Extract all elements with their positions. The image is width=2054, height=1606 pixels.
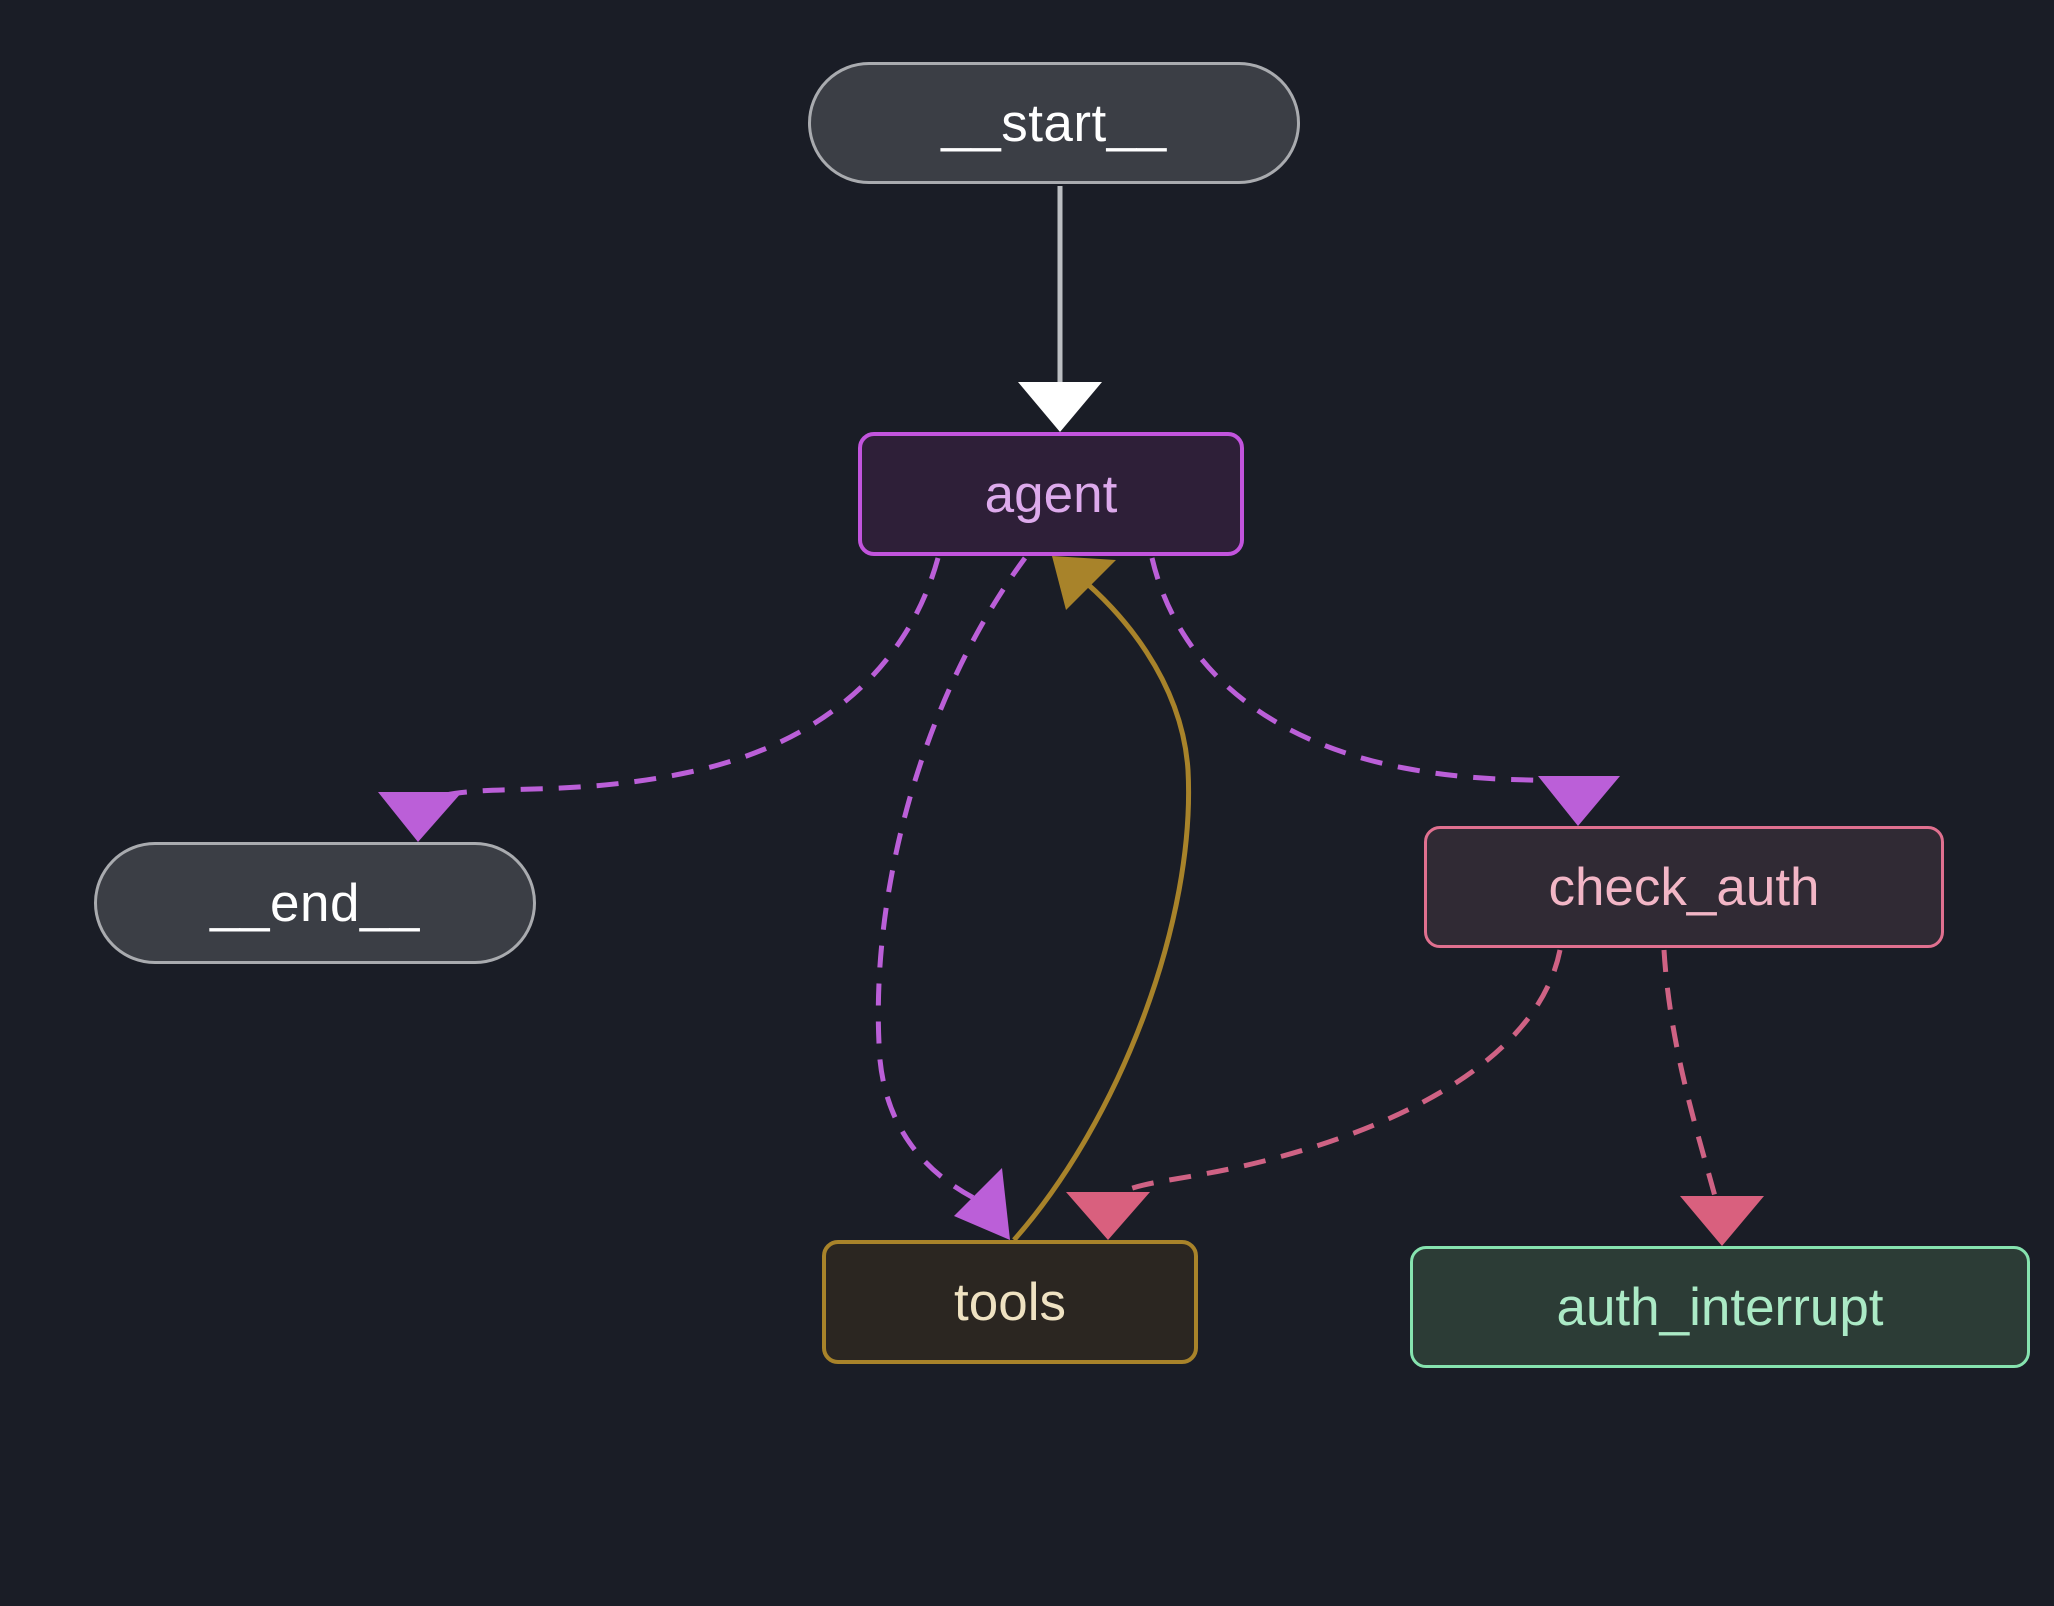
node-tools[interactable]: tools [822,1240,1198,1364]
edge-start-to-agent [1018,186,1102,432]
edge-line [1661,949,1719,1201]
edge-check-auth-to-tools [1066,949,1563,1240]
arrow-head-icon [1680,1196,1764,1246]
edge-line [875,556,1028,1207]
edge-check-auth-to-auth-interrupt [1661,949,1764,1246]
edge-agent-to-end [378,557,941,842]
node-start[interactable]: __start__ [808,62,1300,184]
arrow-head-icon [1052,556,1116,610]
edge-line [1012,574,1192,1242]
node-start-label: __start__ [941,93,1167,153]
arrow-head-icon [954,1168,1010,1240]
arrow-head-icon [1066,1192,1150,1240]
edge-tools-to-agent [1012,556,1192,1242]
edge-agent-to-check-auth [1149,557,1620,826]
edge-agent-to-tools [875,556,1028,1240]
edge-line [422,557,941,805]
node-auth-interrupt[interactable]: auth_interrupt [1410,1246,2030,1368]
node-end-label: __end__ [210,873,420,933]
node-auth-interrupt-label: auth_interrupt [1556,1277,1884,1337]
arrow-head-icon [378,792,462,842]
edge-line [1110,949,1563,1201]
arrow-head-icon [1018,382,1102,432]
node-agent-label: agent [984,464,1118,524]
node-agent[interactable]: agent [858,432,1244,556]
node-check-auth-label: check_auth [1548,857,1820,917]
node-tools-label: tools [954,1272,1066,1332]
arrow-head-icon [1538,776,1620,826]
node-check-auth[interactable]: check_auth [1424,826,1944,948]
edge-line [1149,557,1580,793]
node-end[interactable]: __end__ [94,842,536,964]
